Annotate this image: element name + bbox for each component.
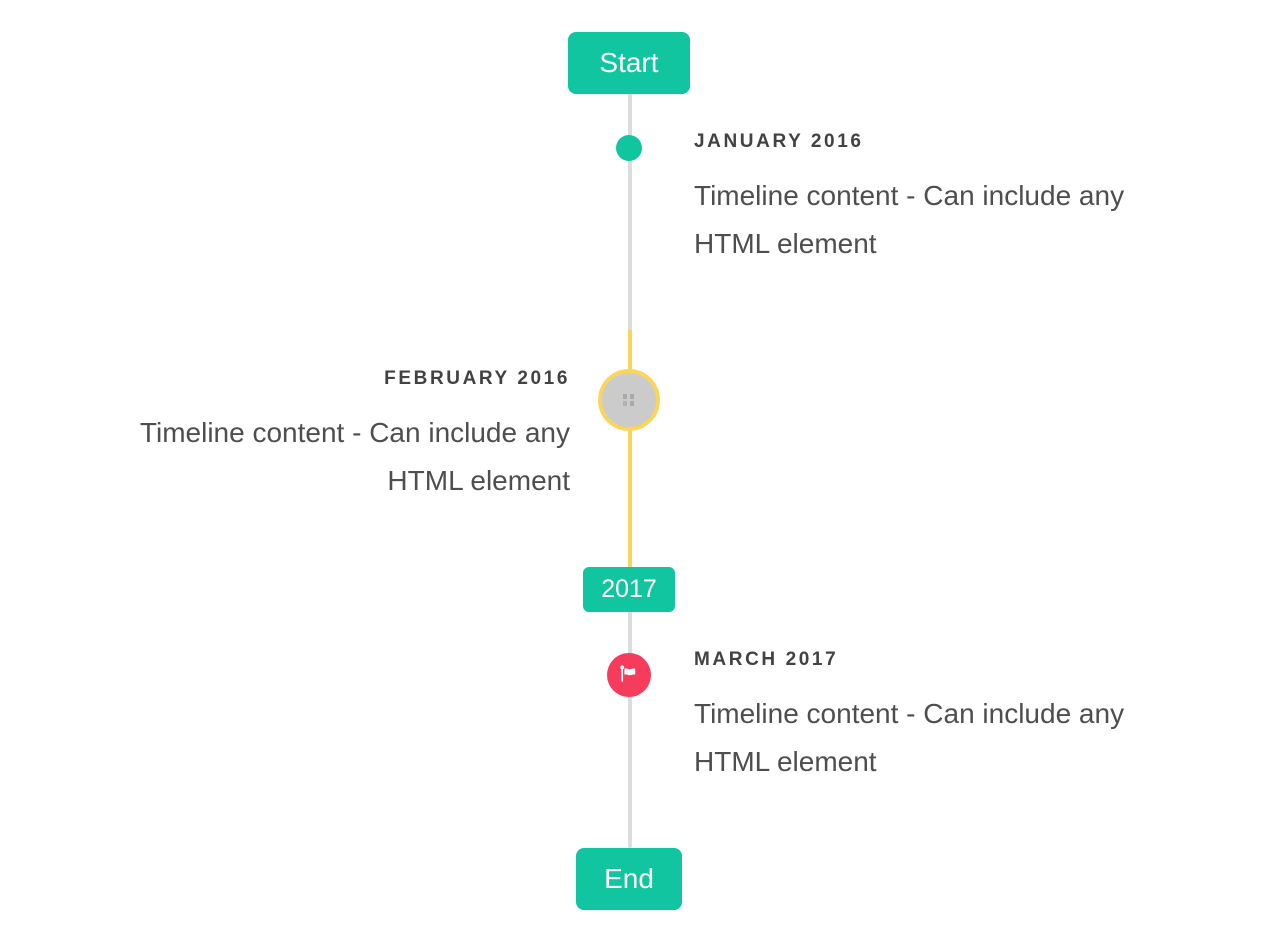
- timeline-entry-february: FEBRUARY 2016 Timeline content - Can inc…: [0, 368, 570, 505]
- marker-circle-march: [607, 653, 651, 697]
- flag-icon: [620, 665, 636, 682]
- end-flag-label: End: [604, 863, 654, 894]
- entry-content-line: Timeline content - Can include any: [694, 180, 1125, 211]
- entry-title: MARCH 2017: [694, 649, 839, 670]
- marker-disc-february: [598, 369, 660, 431]
- entry-content-line: Timeline content - Can include any: [139, 417, 570, 448]
- entry-content-line: HTML element: [694, 746, 877, 777]
- start-flag: Start: [568, 32, 690, 94]
- year-flag-label: 2017: [601, 575, 657, 603]
- timeline-entry-january: JANUARY 2016 Timeline content - Can incl…: [694, 131, 1239, 268]
- entry-title: FEBRUARY 2016: [384, 368, 570, 389]
- entry-content: Timeline content - Can include any HTML …: [694, 172, 1239, 268]
- timeline-line-highlight: [628, 329, 632, 567]
- entry-content-line: HTML element: [387, 465, 570, 496]
- entry-content-line: HTML element: [694, 228, 877, 259]
- marker-dot-january: [616, 135, 642, 161]
- end-flag: End: [576, 848, 682, 910]
- entry-content-line: Timeline content - Can include any: [694, 698, 1125, 729]
- year-flag: 2017: [583, 567, 675, 612]
- entry-content: Timeline content - Can include any HTML …: [0, 409, 570, 505]
- entry-title: JANUARY 2016: [694, 131, 864, 152]
- broken-image-icon: [623, 394, 634, 406]
- start-flag-label: Start: [599, 47, 659, 78]
- timeline-entry-march: MARCH 2017 Timeline content - Can includ…: [694, 649, 1239, 786]
- entry-content: Timeline content - Can include any HTML …: [694, 690, 1239, 786]
